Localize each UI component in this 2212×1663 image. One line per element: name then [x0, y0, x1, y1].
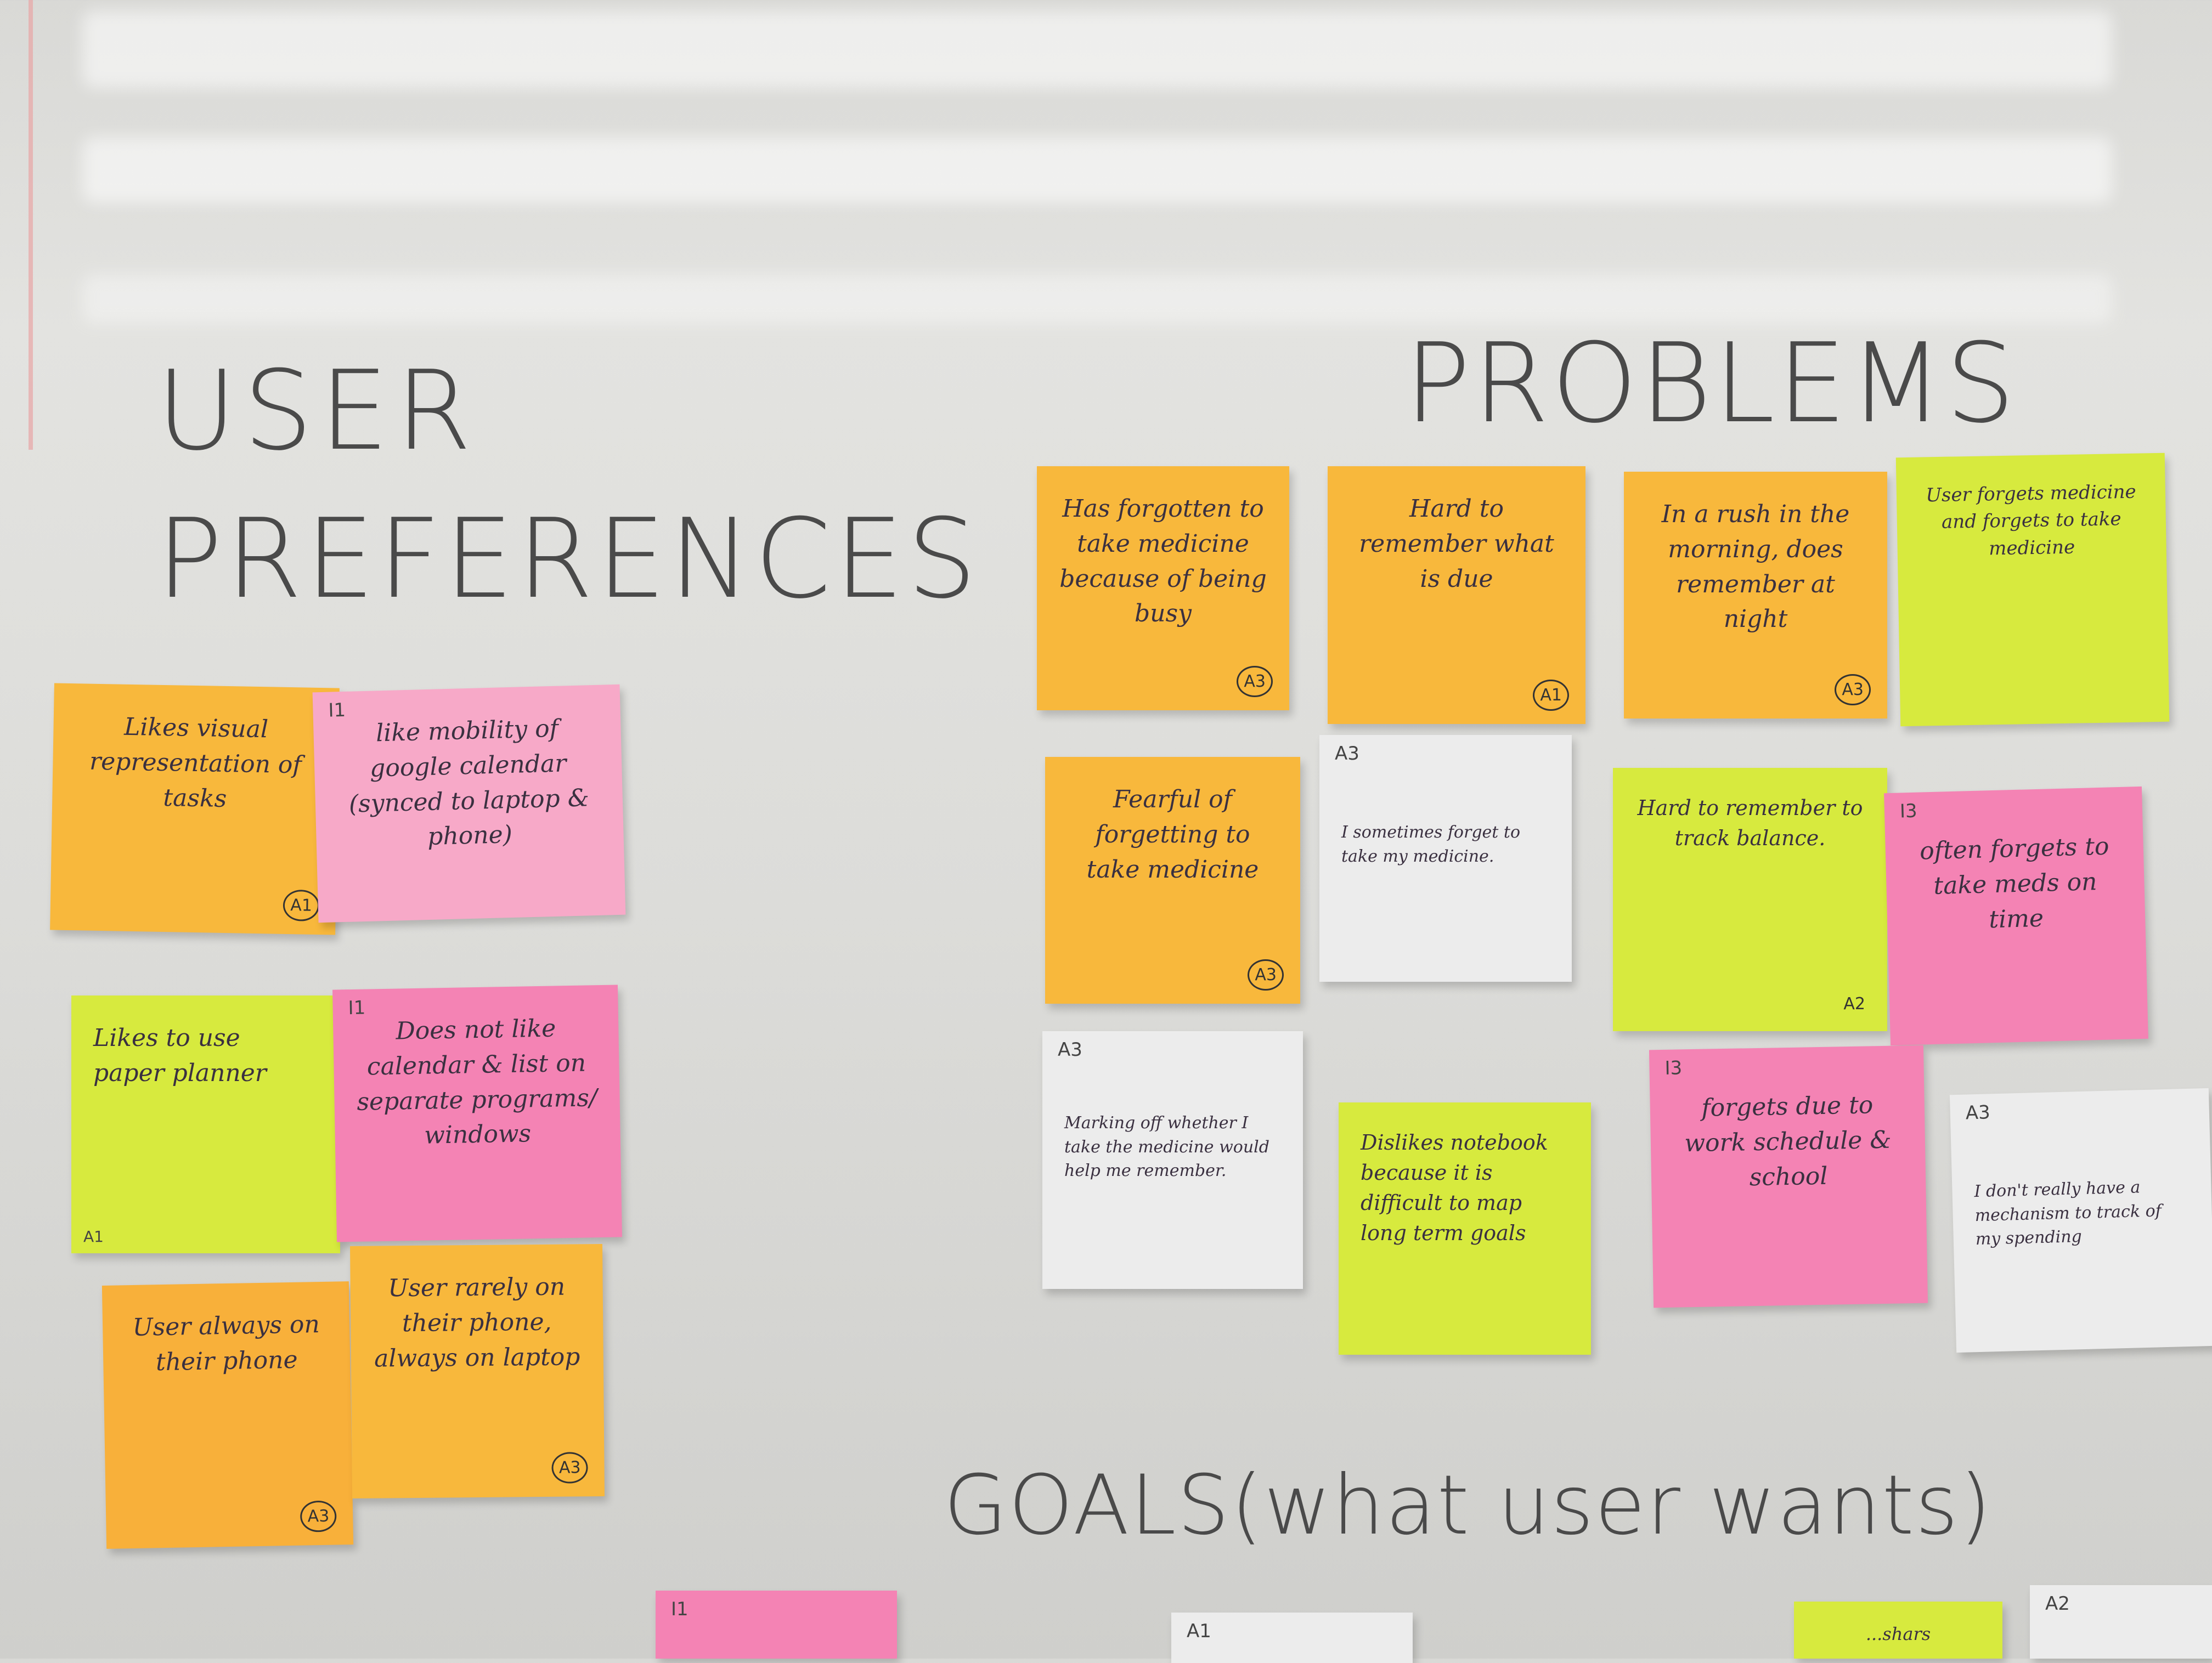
note-code: I1: [328, 699, 346, 722]
sticky-note: A2: [2030, 1585, 2212, 1659]
note-code: A1: [1533, 680, 1569, 711]
note-code: I1: [671, 1598, 689, 1620]
note-code: A1: [83, 1228, 104, 1246]
sticky-note: I1: [656, 1591, 897, 1659]
note-code: A1: [283, 889, 320, 921]
sticky-note: A3 Marking off whether I take the medici…: [1042, 1031, 1303, 1289]
note-code: I3: [1664, 1057, 1683, 1079]
sticky-note: A3 I don't really have a mechanism to tr…: [1949, 1088, 2212, 1353]
note-code: A3: [1237, 666, 1273, 697]
note-code: A1: [1187, 1620, 1211, 1642]
note-code: A3: [1835, 674, 1871, 705]
note-code: A3: [1965, 1101, 1991, 1124]
note-code: A3: [1058, 1039, 1082, 1061]
light-glare: [82, 11, 2112, 88]
sticky-note: Fearful of forgetting to take medicine A…: [1045, 757, 1300, 1004]
sticky-note: In a rush in the morning, does remember …: [1624, 472, 1887, 719]
sticky-note: I1 Does not like calendar & list on sepa…: [332, 985, 622, 1242]
whiteboard-edge: [29, 0, 33, 450]
user-preferences-heading-line2: PREFERENCES: [156, 495, 980, 623]
note-code: A2: [1843, 994, 1865, 1014]
note-code: I1: [348, 997, 366, 1020]
note-code: A3: [551, 1452, 588, 1484]
note-code: A3: [1335, 743, 1359, 765]
sticky-note: I1 like mobility of google calendar (syn…: [312, 684, 626, 923]
sticky-note: ...shars: [1794, 1602, 2002, 1659]
light-glare: [82, 137, 2112, 203]
sticky-note: Likes visual representation of tasks A1: [50, 683, 340, 935]
sticky-note: A3 I sometimes forget to take my medicin…: [1319, 735, 1572, 982]
light-glare: [82, 274, 2112, 324]
goals-heading: GOALS(what user wants): [944, 1458, 1993, 1553]
sticky-note: User always on their phone A3: [101, 1281, 354, 1549]
note-code: I3: [1899, 800, 1918, 823]
sticky-note: Hard to remember what is due A1: [1328, 466, 1585, 724]
sticky-note: I3 forgets due to work schedule & school: [1649, 1045, 1928, 1308]
sticky-note: A1: [1171, 1613, 1413, 1663]
note-code: A2: [2045, 1593, 2070, 1615]
user-preferences-heading-line1: USER: [156, 347, 478, 475]
problems-heading: PROBLEMS: [1404, 320, 2018, 448]
sticky-note: Likes to use paper planner A1: [71, 995, 340, 1253]
note-code: A3: [300, 1500, 337, 1532]
sticky-note: Hard to remember to track balance. A2: [1613, 768, 1887, 1031]
note-code: A3: [1248, 959, 1284, 991]
sticky-note: Dislikes notebook because it is difficul…: [1339, 1102, 1591, 1355]
sticky-note: I3 often forgets to take meds on time: [1884, 786, 2148, 1046]
sticky-note: Has forgotten to take medicine because o…: [1037, 466, 1289, 710]
sticky-note: User forgets medicine and forgets to tak…: [1895, 452, 2170, 727]
sticky-note: User rarely on their phone, always on la…: [350, 1244, 605, 1498]
